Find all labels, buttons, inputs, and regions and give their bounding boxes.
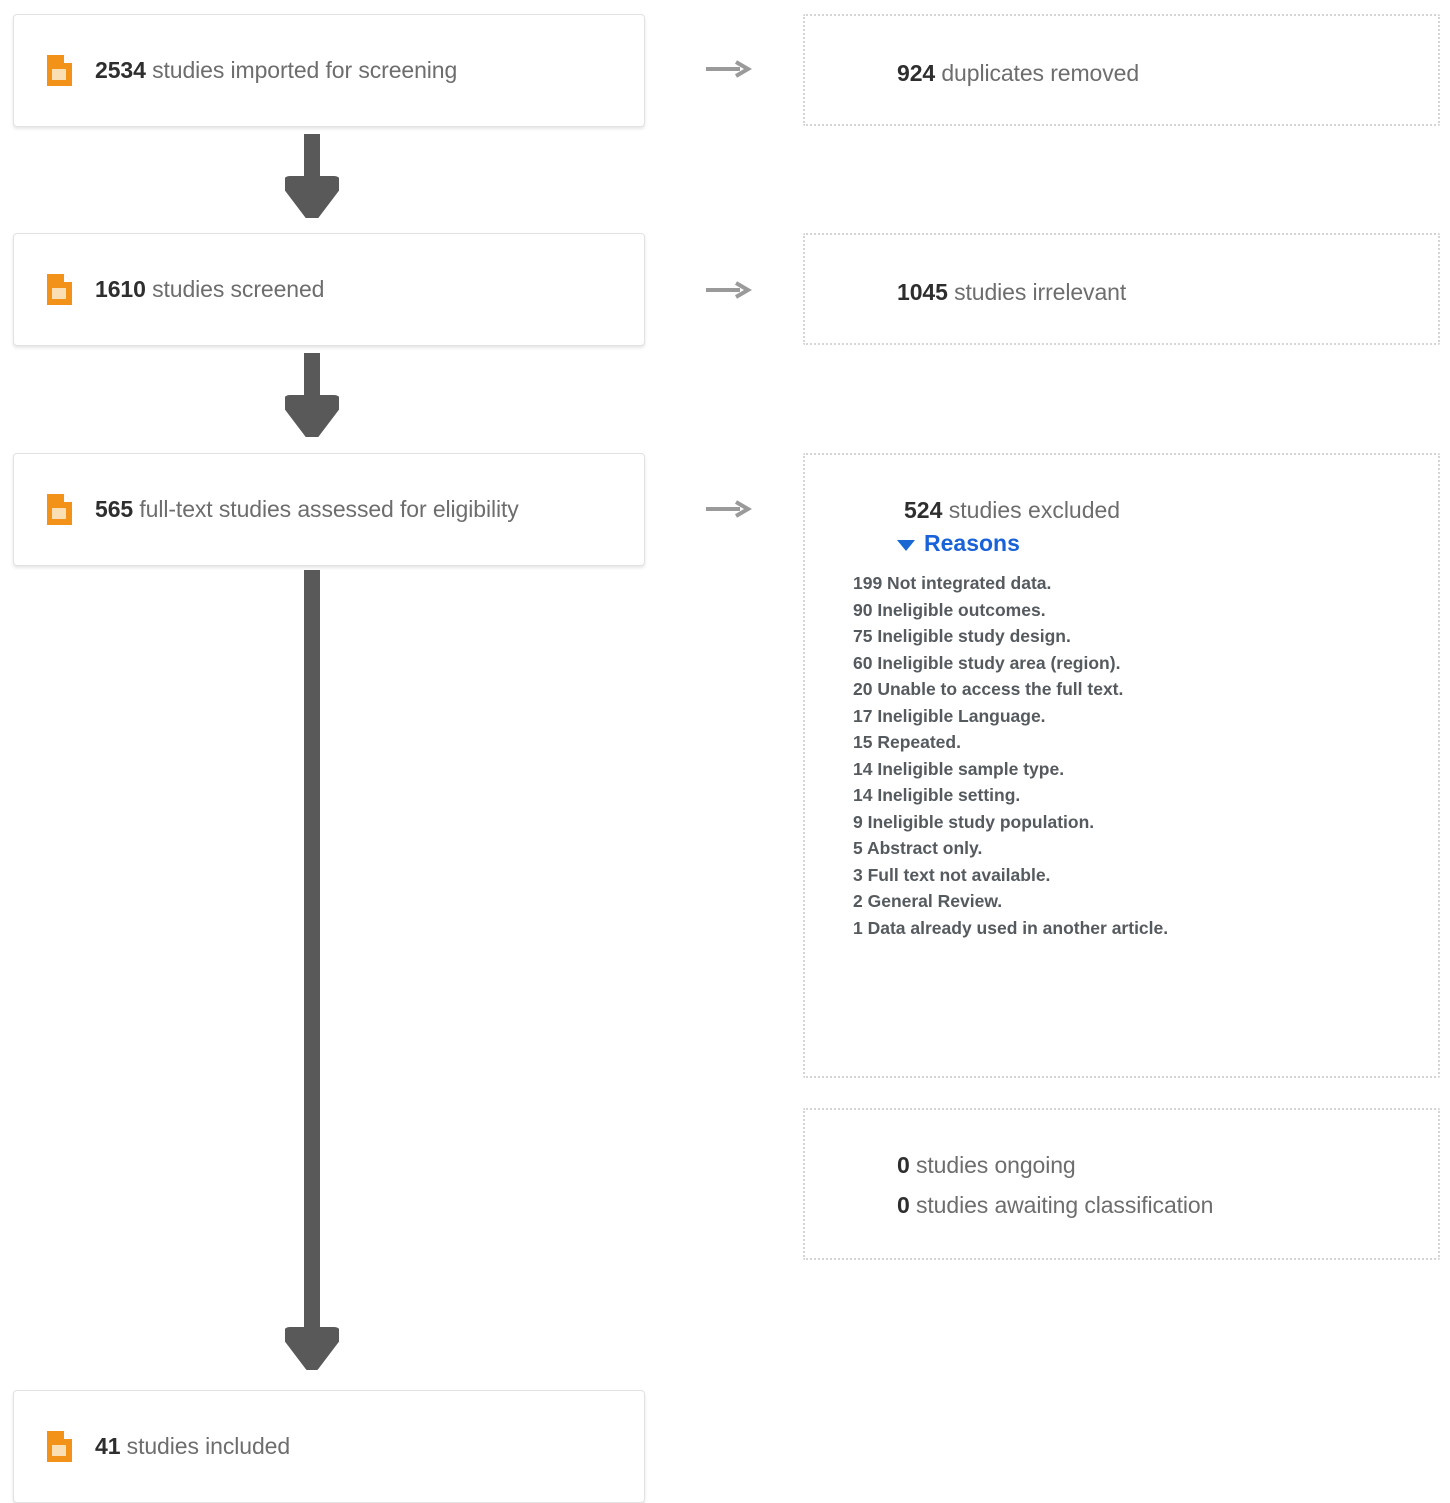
exclusion-count-irrelevant: 1045 bbox=[897, 279, 948, 305]
excluded-text: studies excluded bbox=[942, 497, 1121, 523]
arrow-right-duplicates bbox=[706, 60, 752, 78]
reasons-toggle[interactable]: Reasons bbox=[897, 530, 1020, 557]
reason-item: 15 Repeated. bbox=[853, 732, 961, 752]
stage-count-screened: 1610 bbox=[95, 276, 146, 302]
reason-item: 199 Not integrated data. bbox=[853, 573, 1052, 593]
excluded-count: 524 bbox=[904, 497, 943, 523]
reason-item: 75 Ineligible study design. bbox=[853, 626, 1071, 646]
document-icon bbox=[47, 1431, 72, 1462]
reason-item: 1 Data already used in another article. bbox=[853, 917, 1169, 938]
reason-item: 60 Ineligible study area (region). bbox=[853, 652, 1121, 673]
exclusion-label-irrelevant: 1045 studies irrelevant bbox=[897, 279, 1126, 306]
pending-text-awaiting: studies awaiting classification bbox=[909, 1192, 1214, 1218]
arrow-right-excluded bbox=[706, 500, 752, 518]
excluded-label: 524 studies excluded bbox=[904, 497, 1120, 524]
stage-text-screened: studies screened bbox=[145, 276, 325, 302]
pending-label-awaiting: 0 studies awaiting classification bbox=[897, 1192, 1213, 1219]
reason-item: 14 Ineligible setting. bbox=[853, 785, 1021, 805]
exclusion-count-duplicates: 924 bbox=[897, 60, 936, 86]
reason-item: 5 Abstract only. bbox=[853, 838, 983, 858]
pending-box[interactable]: 0 studies ongoing 0 studies awaiting cla… bbox=[803, 1108, 1440, 1260]
reason-item: 14 Ineligible sample type. bbox=[853, 758, 1065, 779]
document-icon bbox=[47, 55, 72, 86]
stage-count-imported: 2534 bbox=[95, 57, 146, 83]
exclusion-text-duplicates: duplicates removed bbox=[935, 60, 1140, 86]
exclusion-box-duplicates[interactable]: 924 duplicates removed bbox=[803, 14, 1440, 126]
document-icon bbox=[47, 494, 72, 525]
stage-box-fulltext[interactable]: 565 full-text studies assessed for eligi… bbox=[13, 453, 645, 566]
reasons-label: Reasons bbox=[924, 530, 1020, 556]
exclusion-text-irrelevant: studies irrelevant bbox=[947, 279, 1127, 305]
reason-item: 3 Full text not available. bbox=[853, 864, 1051, 885]
stage-label-imported: 2534 studies imported for screening bbox=[95, 57, 457, 84]
stage-box-included[interactable]: 41 studies included bbox=[13, 1390, 645, 1503]
reason-item: 2 General Review. bbox=[853, 891, 1003, 911]
reason-item: 9 Ineligible study population. bbox=[853, 811, 1095, 832]
reasons-list: 199 Not integrated data. 90 Ineligible o… bbox=[853, 570, 1168, 941]
arrow-right-irrelevant bbox=[706, 281, 752, 299]
arrow-down-fulltext-to-included bbox=[285, 570, 339, 1370]
arrow-down-imported-to-screened bbox=[285, 134, 339, 218]
stage-text-imported: studies imported for screening bbox=[145, 57, 458, 83]
stage-label-included: 41 studies included bbox=[95, 1433, 290, 1460]
stage-text-included: studies included bbox=[120, 1433, 291, 1459]
stage-text-fulltext: full-text studies assessed for eligibili… bbox=[133, 496, 519, 522]
document-icon bbox=[47, 274, 72, 305]
stage-count-fulltext: 565 bbox=[95, 496, 134, 522]
pending-label-ongoing: 0 studies ongoing bbox=[897, 1152, 1076, 1179]
reason-item: 20 Unable to access the full text. bbox=[853, 679, 1124, 699]
caret-down-icon bbox=[897, 539, 915, 551]
stage-box-screened[interactable]: 1610 studies screened bbox=[13, 233, 645, 346]
exclusion-box-irrelevant[interactable]: 1045 studies irrelevant bbox=[803, 233, 1440, 345]
reason-item: 90 Ineligible outcomes. bbox=[853, 599, 1046, 620]
stage-label-fulltext: 565 full-text studies assessed for eligi… bbox=[95, 496, 519, 523]
stage-box-imported[interactable]: 2534 studies imported for screening bbox=[13, 14, 645, 127]
stage-label-screened: 1610 studies screened bbox=[95, 276, 324, 303]
exclusion-label-duplicates: 924 duplicates removed bbox=[897, 60, 1139, 87]
reason-item: 17 Ineligible Language. bbox=[853, 705, 1046, 726]
pending-text-ongoing: studies ongoing bbox=[909, 1152, 1076, 1178]
pending-count-ongoing: 0 bbox=[897, 1152, 910, 1178]
pending-count-awaiting: 0 bbox=[897, 1192, 910, 1218]
stage-count-included: 41 bbox=[95, 1433, 121, 1459]
exclusion-box-excluded[interactable]: 524 studies excluded Reasons 199 Not int… bbox=[803, 453, 1440, 1078]
arrow-down-screened-to-fulltext bbox=[285, 353, 339, 437]
